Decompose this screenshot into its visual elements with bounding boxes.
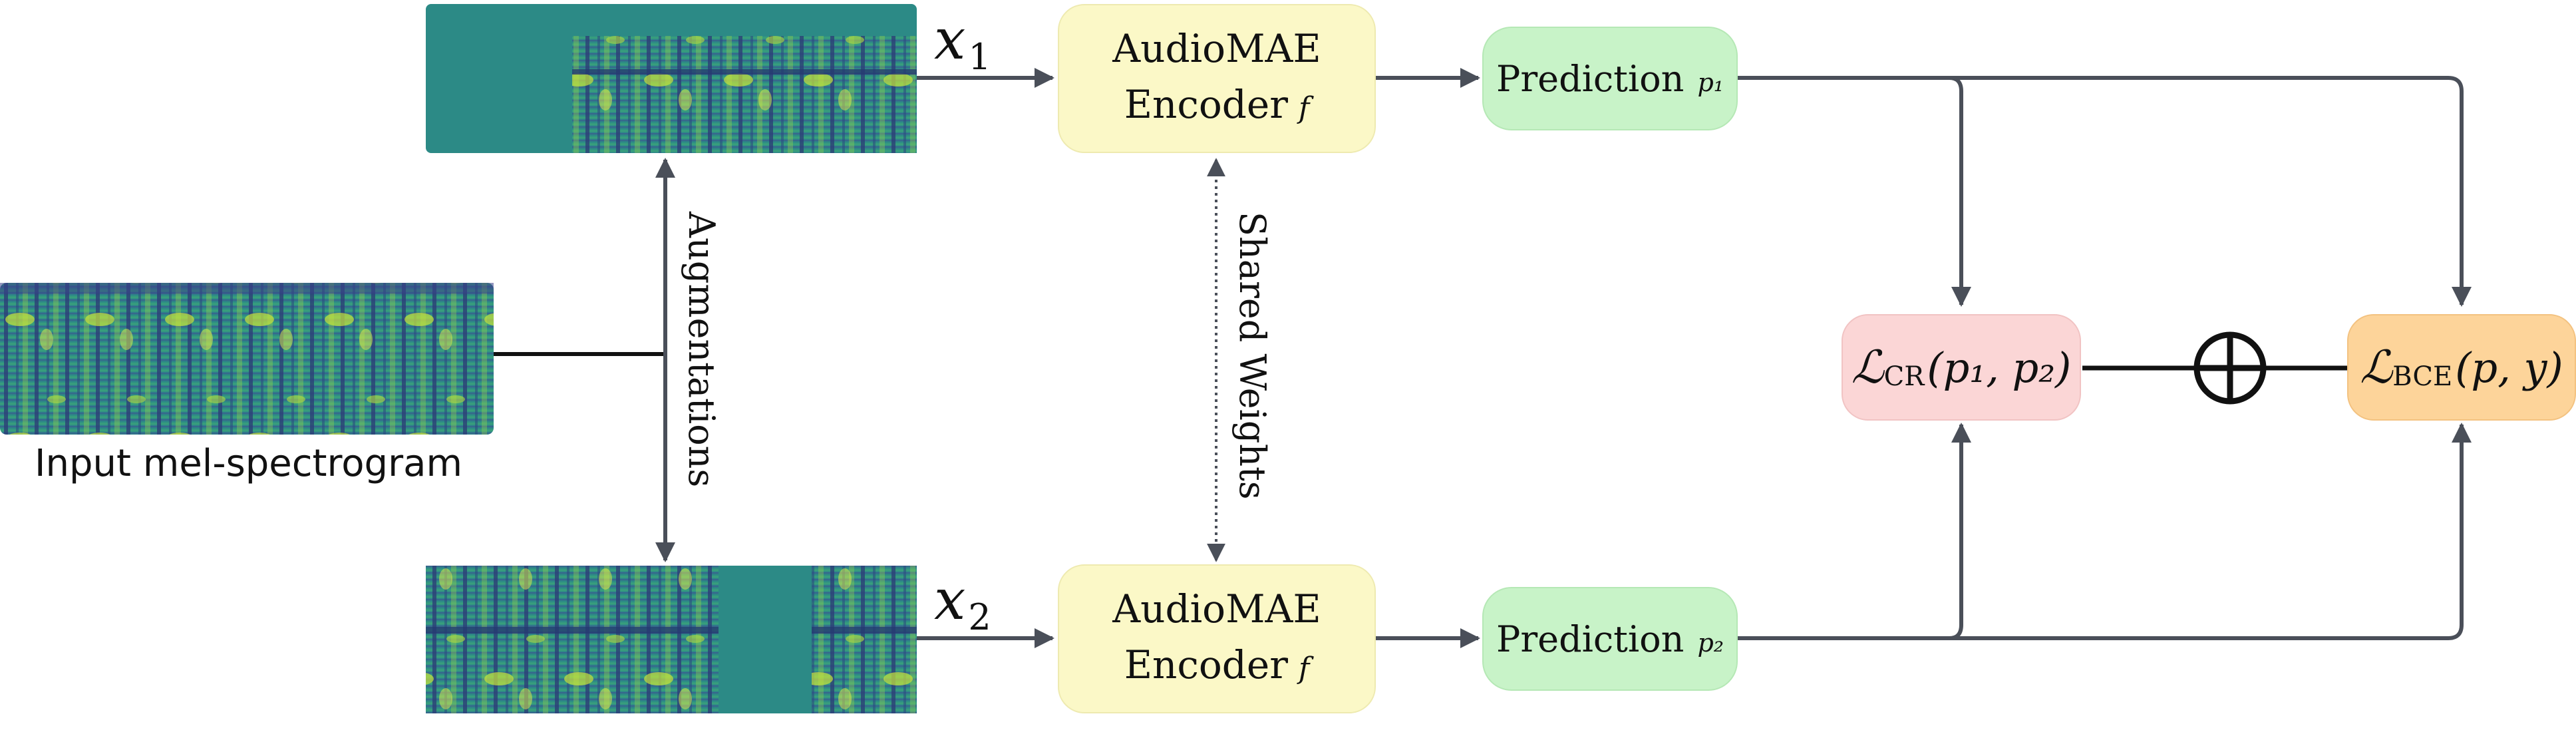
prediction-top: Prediction p₁ xyxy=(1482,27,1738,130)
prediction-bottom-symbol: p₂ xyxy=(1697,628,1724,658)
encoder-bottom: AudioMAE Encoder f xyxy=(1058,564,1376,713)
encoder-bottom-line1: AudioMAE xyxy=(1112,586,1321,632)
loss-bce-symbol: ℒ xyxy=(2360,341,2393,394)
input-spectrogram xyxy=(0,283,494,435)
p2-to-bce-arrow xyxy=(1738,423,2472,640)
loss-cr-subscript: CR xyxy=(1883,361,1925,392)
prediction-bottom: Prediction p₂ xyxy=(1482,587,1738,691)
circled-plus-icon xyxy=(2193,331,2267,405)
loss-cr-symbol: ℒ xyxy=(1851,341,1884,394)
encoder-top: AudioMAE Encoder f xyxy=(1058,4,1376,153)
augmented-spectrogram-x2 xyxy=(426,566,917,713)
encoder-bottom-line2: Encoder xyxy=(1124,642,1288,687)
p2-to-cr-arrow xyxy=(1949,423,1971,640)
prediction-top-label: Prediction xyxy=(1496,57,1685,100)
loss-bce-subscript: BCE xyxy=(2392,361,2453,392)
x2-label: x2 xyxy=(934,567,991,638)
loss-cr-args: (p₁, p₂) xyxy=(1927,343,2072,392)
prediction-top-symbol: p₁ xyxy=(1697,68,1724,97)
p1-to-bce-arrow xyxy=(1738,76,2472,307)
input-caption: Input mel-spectrogram xyxy=(35,442,462,485)
x1-label: x1 xyxy=(934,7,991,78)
encoder-bottom-symbol: f xyxy=(1298,652,1310,685)
encoder-top-line2-wrap: Encoder f xyxy=(1124,77,1310,136)
shared-weights-label: Shared Weights xyxy=(1231,212,1273,500)
encoder-top-line1: AudioMAE xyxy=(1112,26,1321,71)
encoder-top-line2: Encoder xyxy=(1124,82,1288,127)
p1-to-cr-arrow xyxy=(1949,76,1971,307)
augmented-spectrogram-x1 xyxy=(426,4,917,153)
encoder-top-symbol: f xyxy=(1298,91,1310,125)
loss-bce-args: (p, y) xyxy=(2455,343,2563,392)
augmentations-label: Augmentations xyxy=(681,212,723,488)
encoder-bottom-line2-wrap: Encoder f xyxy=(1124,637,1310,697)
prediction-bottom-label: Prediction xyxy=(1496,618,1685,660)
